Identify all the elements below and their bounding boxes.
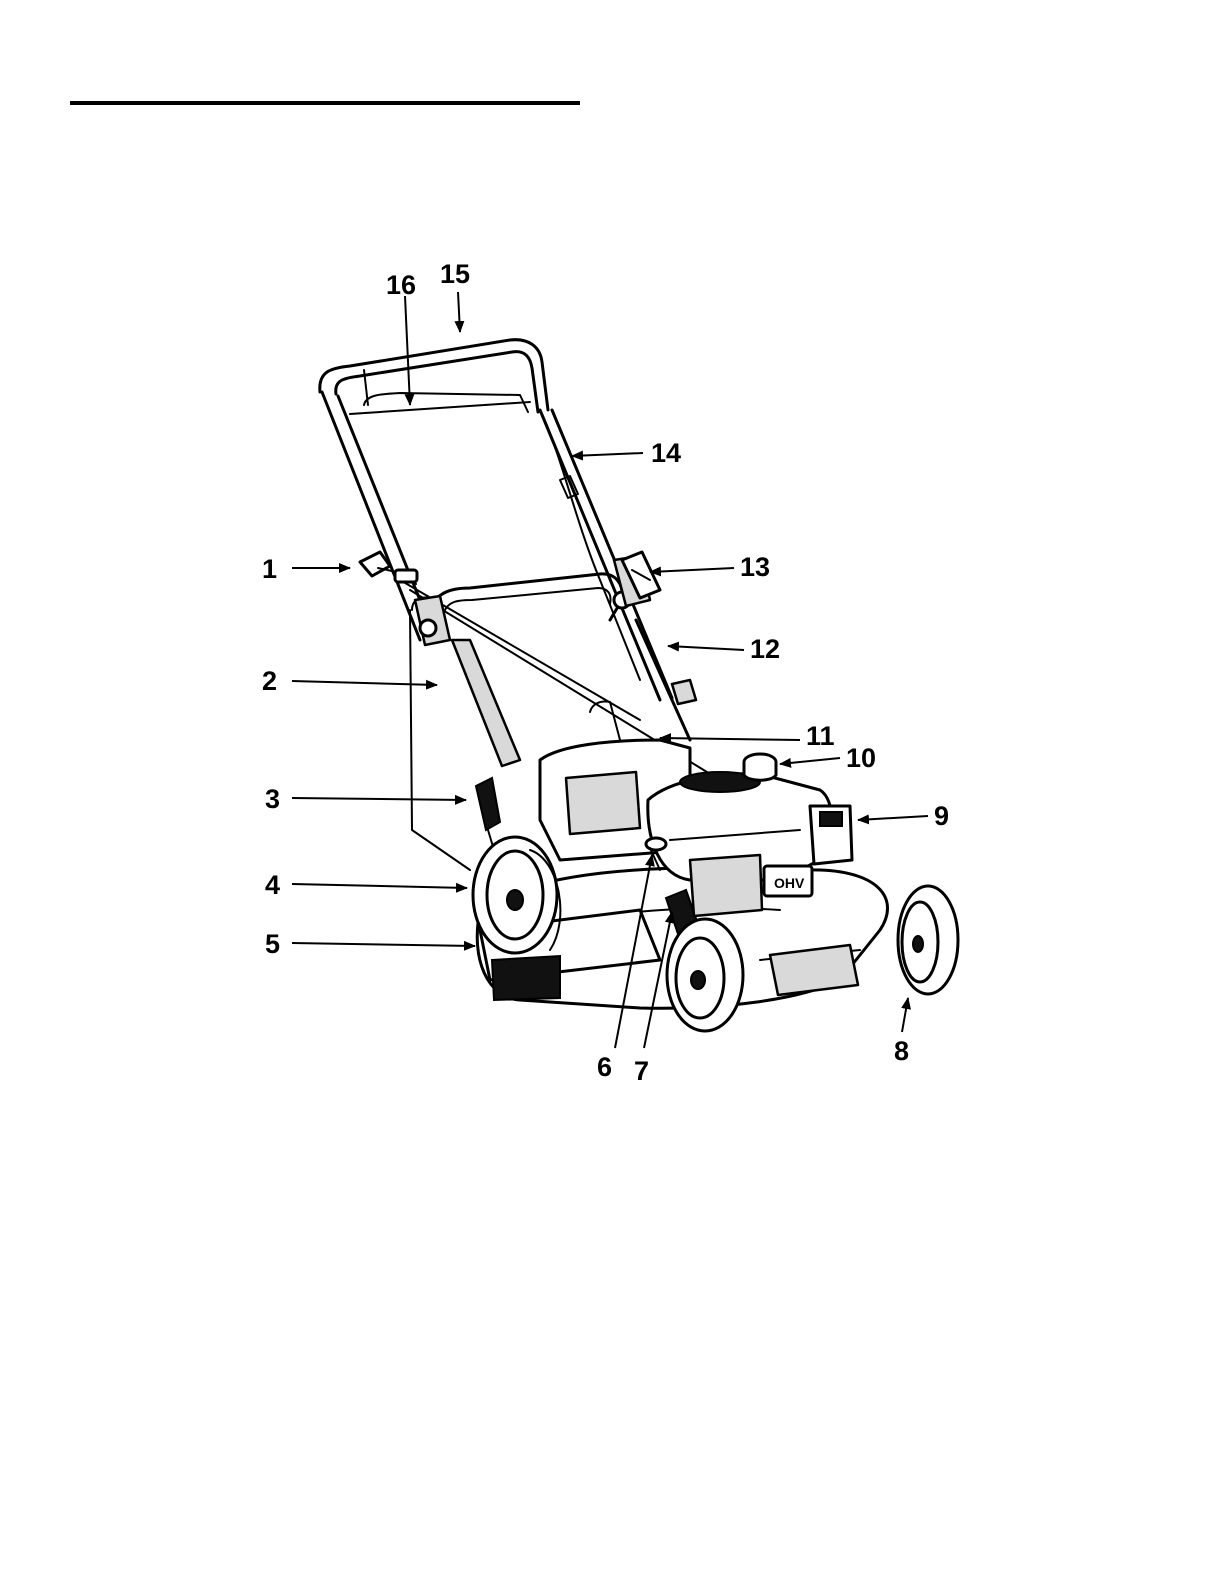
callout-14: 14 <box>651 438 681 468</box>
callout-4: 4 <box>265 870 280 900</box>
callout-7: 7 <box>634 1056 649 1086</box>
front-wheel-left <box>667 919 743 1031</box>
fuel-cap <box>744 754 776 780</box>
leader-12 <box>668 646 744 650</box>
callout-15: 15 <box>440 259 470 289</box>
engine-badge: OHV <box>774 875 805 891</box>
leader-10 <box>780 758 840 764</box>
leader-16 <box>405 296 410 405</box>
leader-8 <box>902 998 908 1032</box>
callout-10: 10 <box>846 743 876 773</box>
callout-11: 11 <box>806 721 835 751</box>
leader-9 <box>858 816 928 820</box>
callout-5: 5 <box>265 929 280 959</box>
callout-2: 2 <box>262 666 277 696</box>
leader-13 <box>650 568 734 572</box>
callout-13: 13 <box>740 552 770 582</box>
leader-5 <box>292 943 475 946</box>
leader-4 <box>292 884 467 888</box>
leader-11 <box>660 738 800 740</box>
front-wheel-right <box>898 886 958 994</box>
callout-8: 8 <box>894 1036 909 1066</box>
control-cable <box>540 410 640 680</box>
leader-2 <box>292 681 437 685</box>
leader-15 <box>458 292 460 332</box>
air-filter <box>810 806 852 864</box>
callout-16: 16 <box>386 270 416 300</box>
callout-1: 1 <box>262 554 277 584</box>
callout-3: 3 <box>265 784 280 814</box>
leader-3 <box>292 798 466 800</box>
callout-9: 9 <box>934 801 949 831</box>
upper-handle <box>320 340 672 700</box>
callout-12: 12 <box>750 634 780 664</box>
grass-bag-frame <box>430 574 622 620</box>
callout-6: 6 <box>597 1052 612 1082</box>
leader-14 <box>572 453 643 456</box>
